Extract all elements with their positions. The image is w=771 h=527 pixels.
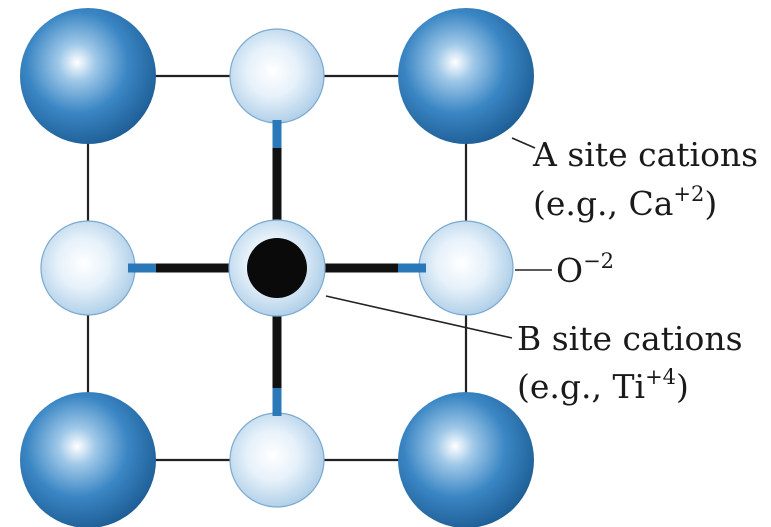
oxygen-atom	[40, 220, 136, 316]
b-site-label-line2: (e.g., Ti+4)	[517, 365, 689, 406]
oxygen-anions-edge	[40, 28, 514, 508]
leader-line-b-site	[325, 295, 513, 339]
a-site-atom	[20, 8, 156, 144]
b-site-center	[228, 219, 326, 317]
leader-lines	[325, 137, 552, 339]
b-site-atom	[247, 238, 307, 298]
a-site-label-line1: A site cations	[532, 135, 758, 174]
a-site-label-line2: (e.g., Ca+2)	[533, 182, 717, 223]
a-site-atom	[398, 8, 534, 144]
oxygen-atom	[229, 412, 325, 508]
bonds	[128, 120, 426, 416]
a-site-cations	[20, 8, 534, 527]
a-site-atom	[20, 392, 156, 527]
leader-line-a-site	[511, 137, 536, 149]
oxygen-label: O−2	[556, 249, 614, 290]
a-site-atom	[398, 392, 534, 527]
b-site-label-line1: B site cations	[517, 319, 743, 358]
oxygen-atom	[229, 28, 325, 124]
oxygen-atom	[418, 220, 514, 316]
